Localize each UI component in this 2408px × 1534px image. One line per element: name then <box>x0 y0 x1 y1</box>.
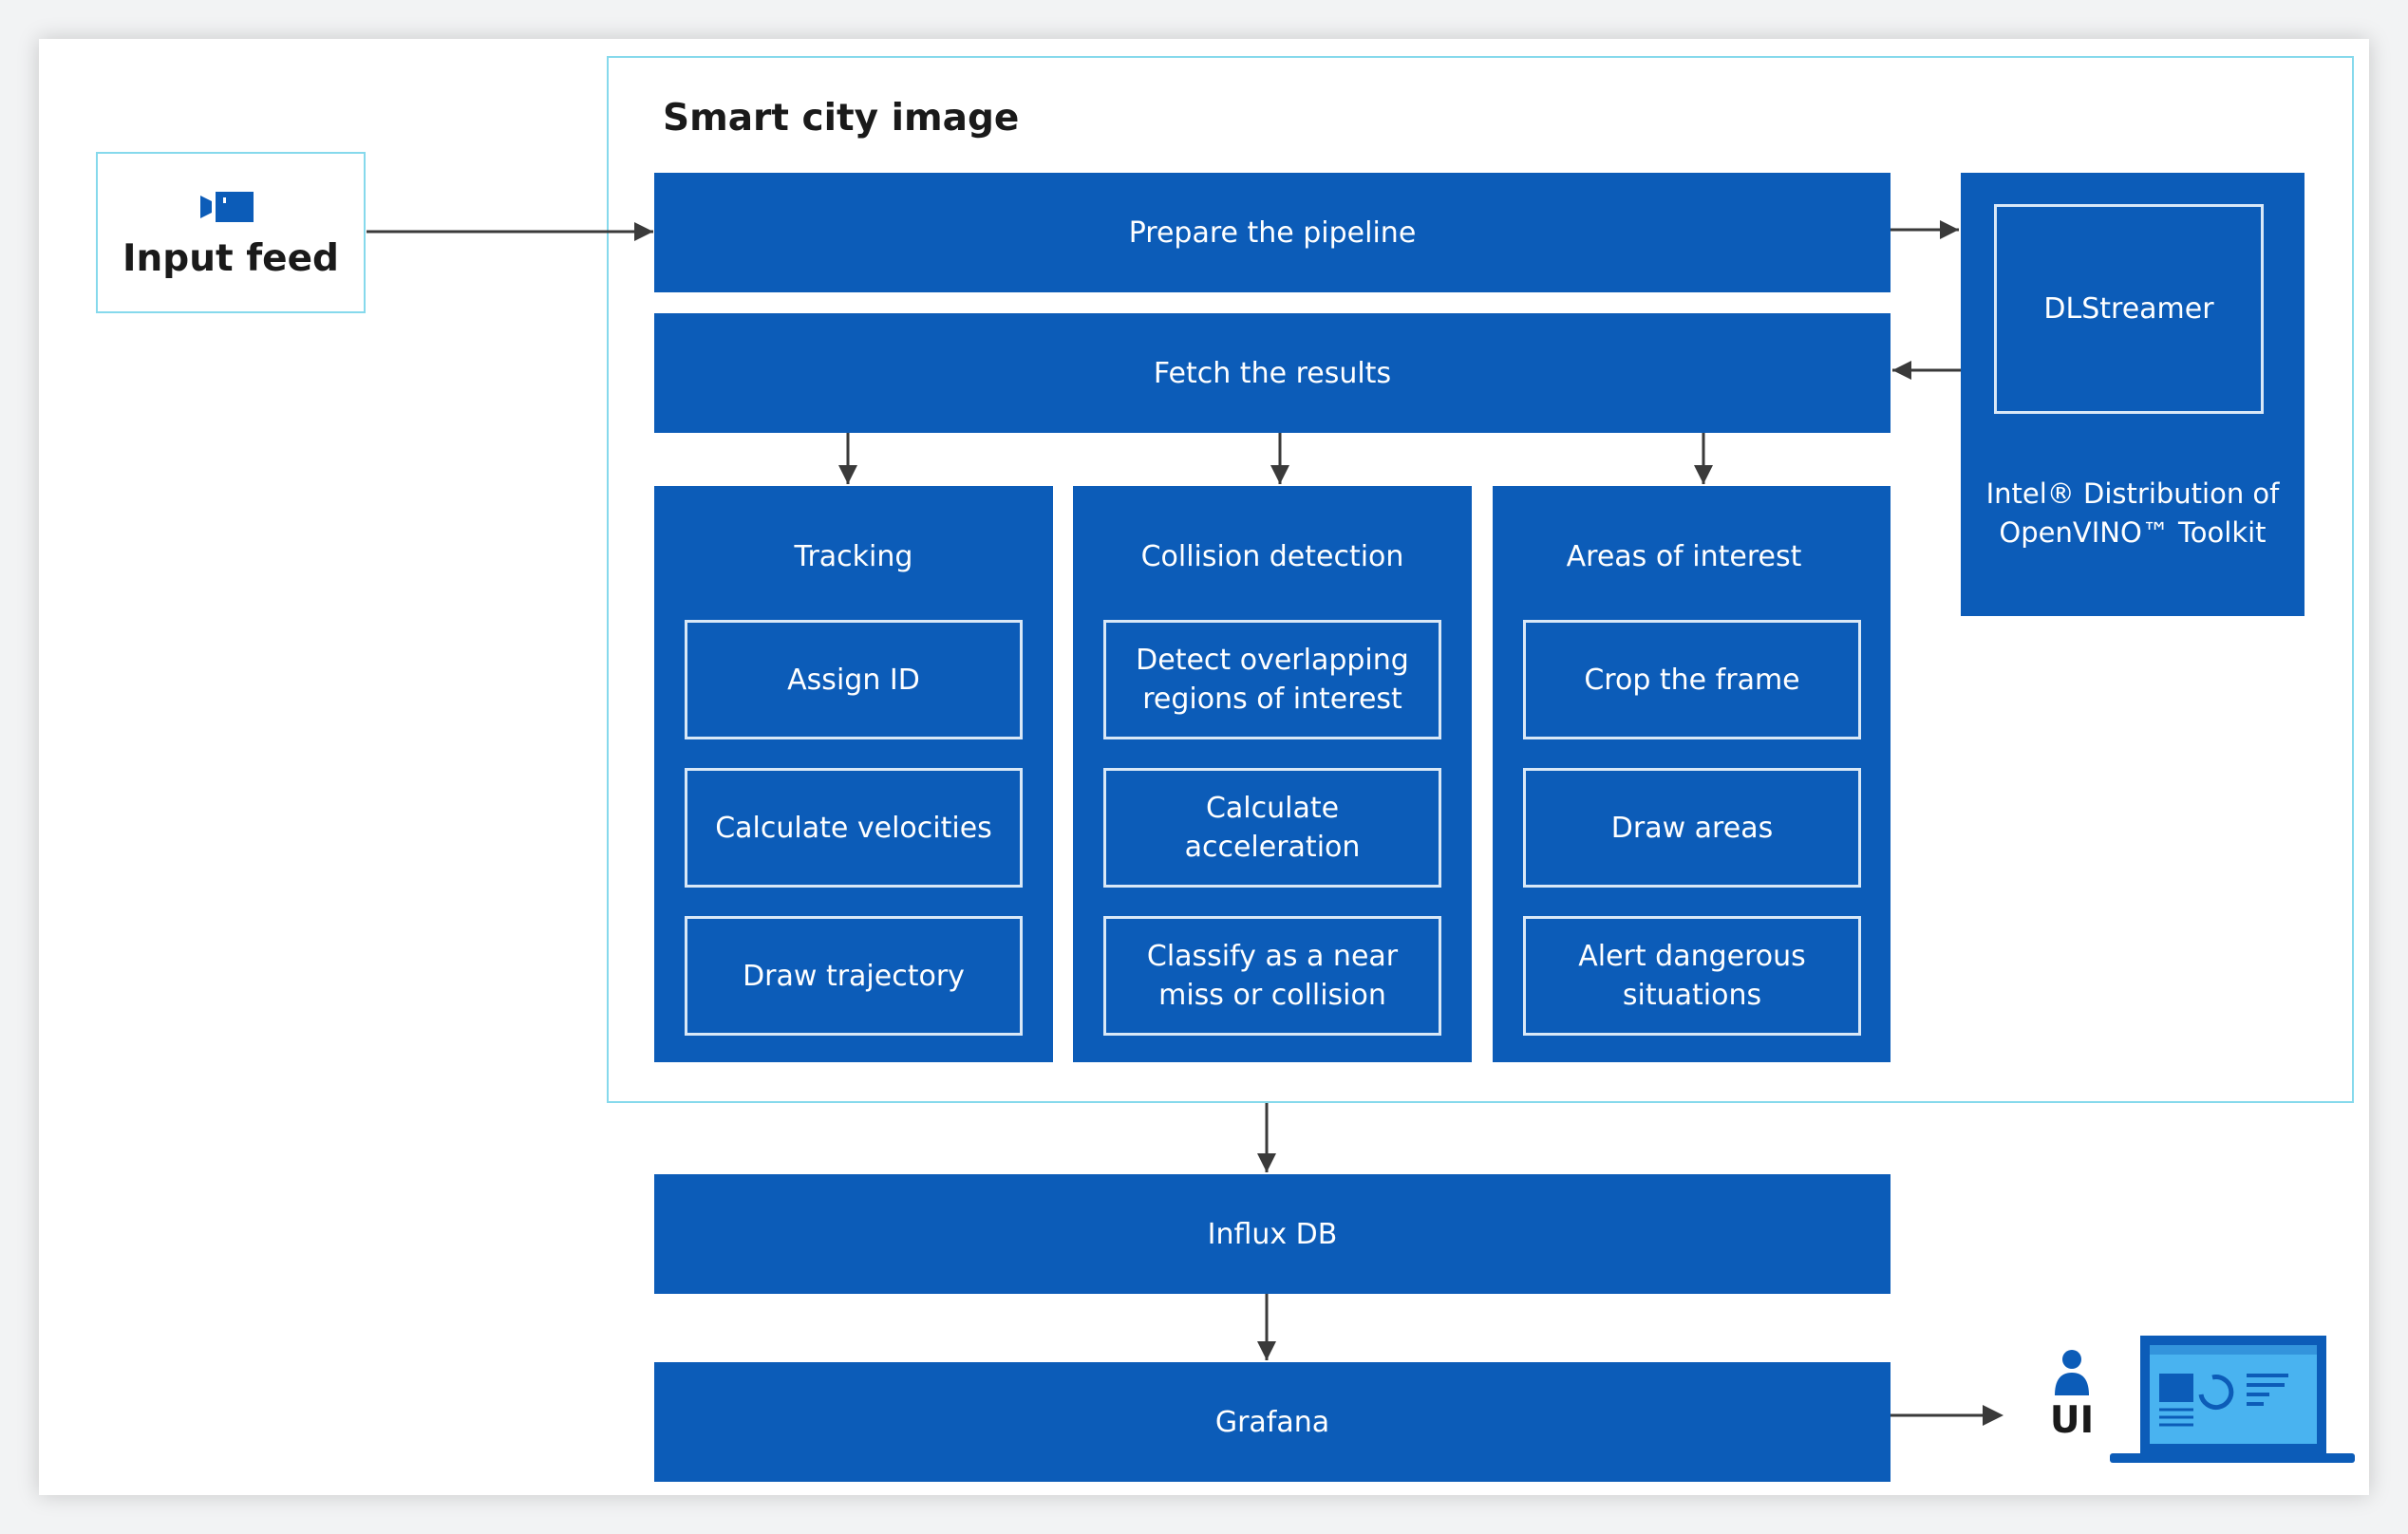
classify-near-miss-step: Classify as a near miss or collision <box>1103 916 1441 1036</box>
tracking-column: Tracking Assign ID Calculate velocities … <box>654 486 1053 1062</box>
openvino-toolkit-label: Intel® Distribution of OpenVINO™ Toolkit <box>1985 477 2280 549</box>
assign-id-step: Assign ID <box>685 620 1023 739</box>
container-title: Smart city image <box>663 97 1020 140</box>
calculate-velocities-step: Calculate velocities <box>685 768 1023 888</box>
draw-areas-step: Draw areas <box>1523 768 1861 888</box>
collision-detection-column: Collision detection Detect overlapping r… <box>1073 486 1472 1062</box>
draw-trajectory-step: Draw trajectory <box>685 916 1023 1036</box>
video-camera-icon <box>200 192 254 222</box>
tracking-title: Tracking <box>794 540 913 573</box>
influx-db-box: Influx DB <box>654 1174 1891 1294</box>
areas-of-interest-title: Areas of interest <box>1566 540 1802 573</box>
prepare-pipeline-box: Prepare the pipeline <box>654 173 1891 292</box>
detect-overlapping-step: Detect overlapping regions of interest <box>1103 620 1441 739</box>
ui-label: UI <box>2049 1399 2095 1442</box>
input-feed-box: Input feed <box>96 152 366 313</box>
dlstreamer-box: DLStreamer <box>1994 204 2264 414</box>
collision-detection-title: Collision detection <box>1140 540 1404 573</box>
laptop-icon <box>2108 1334 2357 1469</box>
openvino-toolkit-box: DLStreamer Intel® Distribution of OpenVI… <box>1961 173 2305 616</box>
grafana-box: Grafana <box>654 1362 1891 1482</box>
crop-frame-step: Crop the frame <box>1523 620 1861 739</box>
calculate-acceleration-step: Calculate acceleration <box>1103 768 1441 888</box>
areas-of-interest-column: Areas of interest Crop the frame Draw ar… <box>1493 486 1891 1062</box>
input-feed-label: Input feed <box>122 237 339 280</box>
alert-dangerous-step: Alert dangerous situations <box>1523 916 1861 1036</box>
user-icon <box>2053 1348 2091 1397</box>
fetch-results-box: Fetch the results <box>654 313 1891 433</box>
